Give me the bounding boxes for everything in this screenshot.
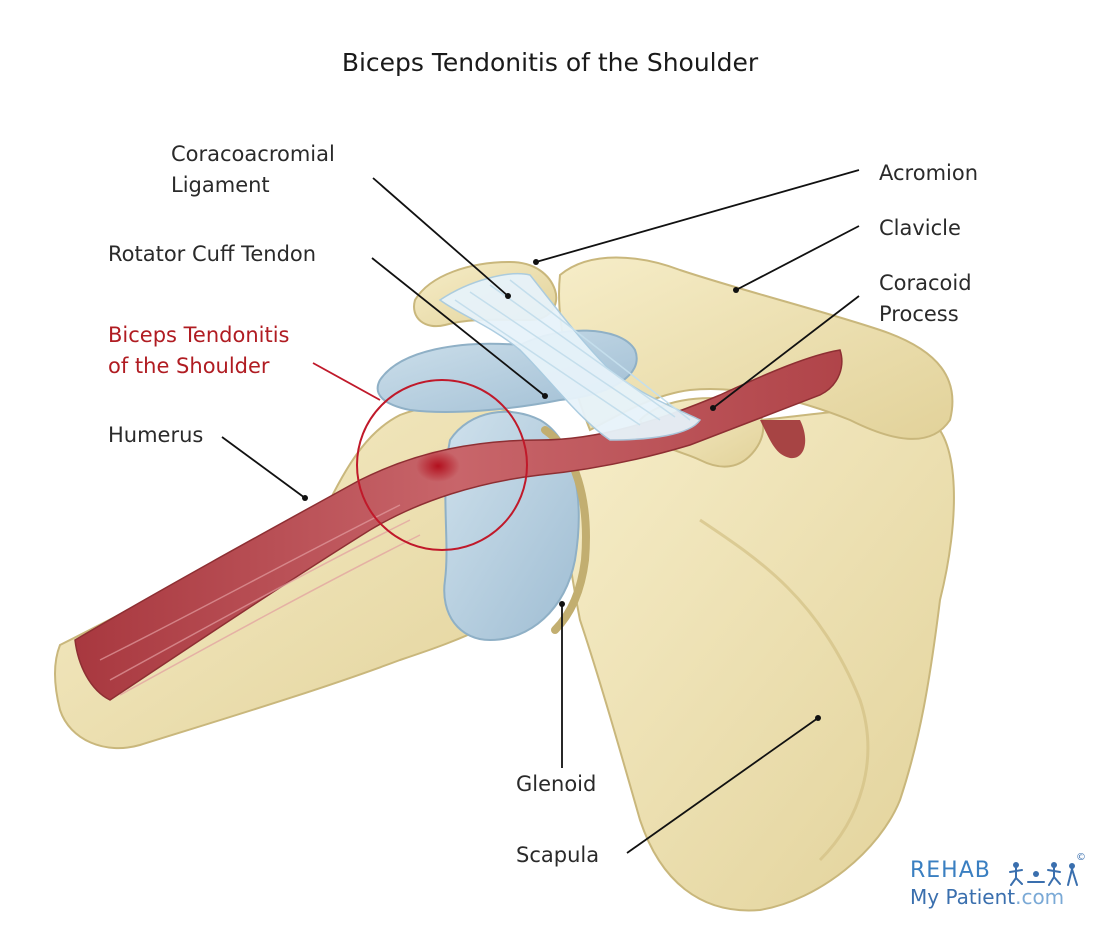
exercise-figures-icon	[1009, 862, 1078, 886]
label-acromion: Acromion	[879, 161, 979, 185]
label-coracoid-line2: Process	[879, 302, 959, 326]
label-humerus: Humerus	[108, 423, 204, 447]
label-coracoid-line1: Coracoid	[879, 271, 972, 295]
logo-rehab-text: REHAB	[910, 858, 991, 883]
label-biceps-line2: of the Shoulder	[108, 354, 270, 378]
scapula-bone	[558, 408, 955, 912]
label-coracoacromial-line1: Coracoacromial	[171, 142, 335, 166]
logo-my-patient: My Patient.com	[910, 885, 1064, 909]
label-clavicle: Clavicle	[879, 216, 961, 240]
logo-dotcom-text: .com	[1015, 885, 1065, 909]
logo-copyright: ©	[1076, 852, 1086, 863]
label-rotator-cuff: Rotator Cuff Tendon	[108, 242, 317, 266]
diagram-title: Biceps Tendonitis of the Shoulder	[341, 48, 759, 77]
inflammation-spot	[416, 450, 460, 482]
label-glenoid: Glenoid	[516, 772, 597, 796]
label-coracoacromial-line2: Ligament	[171, 173, 270, 197]
leader-dots	[302, 259, 821, 721]
logo-my-patient-text: My Patient	[910, 885, 1016, 909]
highlight-circle	[356, 379, 528, 551]
leader-lines	[221, 169, 860, 854]
label-scapula: Scapula	[516, 843, 600, 867]
rehab-my-patient-logo: REHAB © My Patient.com	[910, 852, 1090, 928]
label-biceps-line1: Biceps Tendonitis	[108, 323, 290, 347]
